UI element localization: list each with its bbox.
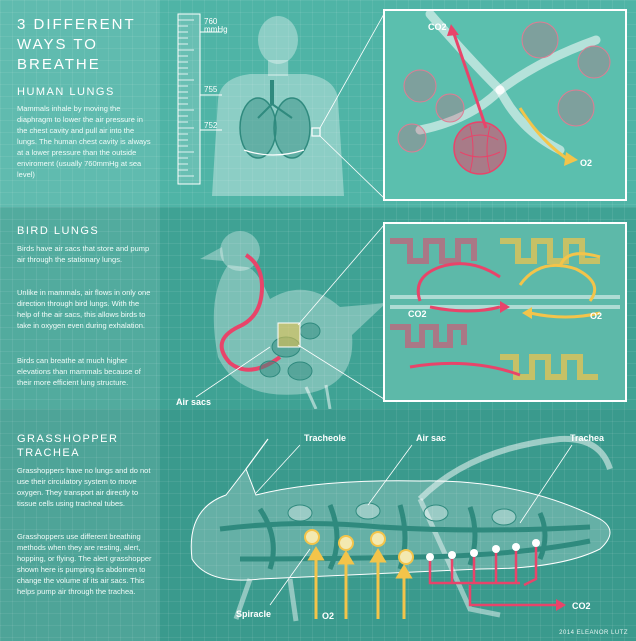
- bird-heading: BIRD LUNGS: [17, 225, 100, 237]
- grasshopper-heading-1: GRASSHOPPER: [17, 433, 119, 445]
- human-heading: HUMAN LUNGS: [17, 86, 115, 98]
- bird-text-2: Unlike in mammals, air flows in only one…: [17, 288, 151, 330]
- spiracle-label: Spiracle: [236, 609, 271, 619]
- bird-o2-arrow: [518, 263, 597, 302]
- bird-text-3: Birds can breathe at much higher elevati…: [17, 356, 141, 387]
- grasshopper-text-2: Grasshoppers use different breathing met…: [17, 532, 152, 596]
- bird-co2-label: CO2: [408, 309, 427, 319]
- lungs-icon: [239, 80, 321, 159]
- title-line-2: WAYS TO: [17, 36, 98, 53]
- grasshopper-co2-label: CO2: [572, 601, 591, 611]
- human-lungs-section: 3 DIFFERENT WAYS TO BREATHE HUMAN LUNGS …: [0, 0, 636, 207]
- trachea-label: Trachea: [570, 433, 605, 443]
- human-sidebar: [0, 0, 160, 207]
- zoom-marker: [311, 127, 321, 137]
- alveoli-panel: CO2 O2: [383, 9, 627, 201]
- trachea-network: [219, 504, 591, 571]
- title-line-3: BREATHE: [17, 56, 101, 73]
- grasshopper-sidebar: [0, 409, 160, 641]
- gauge-760: 760: [204, 17, 218, 26]
- grasshopper-text-1: Grasshoppers have no lungs and do not us…: [17, 466, 151, 508]
- human-illustration: 760 mmHg 755 752: [177, 9, 627, 201]
- credit: 2014 ELEANOR LUTZ: [559, 630, 628, 636]
- pressure-gauge: 760 mmHg 755 752: [177, 13, 228, 185]
- co2-exhaust: [428, 545, 566, 611]
- co2-arrow: [450, 27, 488, 129]
- human-o2-label: O2: [580, 158, 592, 168]
- grasshopper-illustration: Tracheole Air sac Trachea: [190, 433, 613, 622]
- gauge-unit: mmHg: [204, 25, 228, 34]
- gauge-755: 755: [204, 85, 218, 94]
- air-sacs-label: Air sacs: [176, 397, 211, 407]
- bird-text-1: Birds have air sacs that store and pump …: [17, 244, 150, 264]
- zoom-line: [319, 13, 385, 129]
- grasshopper-heading-2: TRACHEA: [17, 447, 81, 459]
- human-body: [212, 16, 344, 196]
- human-co2-label: CO2: [428, 22, 447, 32]
- gauge-752: 752: [204, 121, 218, 130]
- human-text: Mammals inhale by moving the diaphragm t…: [17, 104, 151, 179]
- air-sac-icons: [287, 502, 517, 526]
- spiracles: [304, 529, 414, 565]
- grasshopper-section: GRASSHOPPER TRACHEA Grasshoppers have no…: [0, 409, 636, 641]
- o2-arrows: [307, 546, 413, 619]
- title-line-1: 3 DIFFERENT: [17, 16, 136, 33]
- grasshopper-o2-label: O2: [322, 611, 334, 621]
- o2-arrow: [518, 107, 567, 160]
- bird-lung-panel: CO2 O2: [383, 222, 627, 402]
- tracheole-label: Tracheole: [304, 433, 346, 443]
- bird-trachea: [219, 253, 282, 372]
- bird-co2-arrow: [416, 262, 501, 302]
- bird-lungs-section: BIRD LUNGS Birds have air sacs that stor…: [0, 207, 636, 409]
- air-sac-label: Air sac: [416, 433, 446, 443]
- bird-illustration: Air sacs CO2 O2: [176, 222, 627, 409]
- bird-o2-label: O2: [590, 311, 602, 321]
- bird-sidebar: [0, 207, 160, 409]
- page-title: 3 DIFFERENT WAYS TO BREATHE: [17, 15, 136, 75]
